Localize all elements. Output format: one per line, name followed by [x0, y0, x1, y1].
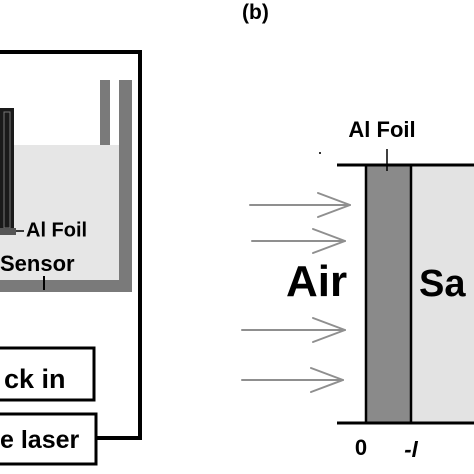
- air-label: Air: [286, 257, 347, 306]
- laser-label: e laser: [0, 426, 80, 454]
- arrow-1: [249, 192, 351, 218]
- foil-layer: [366, 165, 411, 423]
- panel-a-foil-label: Al Foil: [26, 219, 87, 241]
- lockin-label: ck in: [4, 364, 66, 394]
- panel-a: Al Foil Sensor ck in e laser: [0, 50, 142, 466]
- sample-holder: [0, 108, 14, 232]
- panel-b: (b) Al Foil Air Sa: [241, 1, 474, 462]
- tank-right-wall: [119, 80, 132, 292]
- tank-bottom: [0, 280, 132, 292]
- arrow-3: [241, 317, 346, 343]
- incident-arrows: [241, 192, 351, 393]
- lockin-box: [0, 346, 96, 402]
- sample-region: [411, 165, 474, 423]
- tank-liquid: [0, 145, 119, 280]
- panel-b-label: (b): [242, 1, 269, 24]
- stray-dot: [319, 152, 321, 154]
- holder-foil: [0, 228, 16, 235]
- panel-b-foil-label: Al Foil: [348, 117, 415, 142]
- panel-a-sensor-label: Sensor: [0, 251, 75, 276]
- axis-minus-l-label: -l: [404, 437, 418, 462]
- arrow-2: [251, 228, 346, 254]
- apparatus-frame: [0, 50, 142, 440]
- arrow-4: [241, 367, 344, 393]
- sample-label: Sa: [419, 263, 466, 305]
- axis-zero-label: 0: [355, 435, 367, 460]
- laser-box: [0, 412, 98, 466]
